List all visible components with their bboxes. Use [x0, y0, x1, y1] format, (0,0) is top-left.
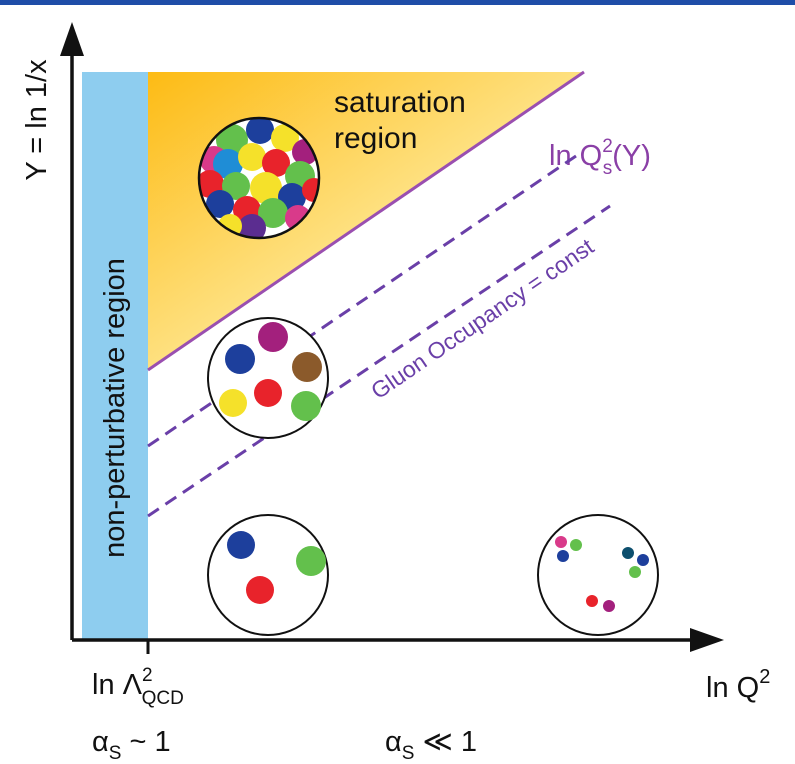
gluon	[254, 379, 282, 407]
y-axis-arrow	[60, 22, 84, 56]
gluon	[222, 172, 250, 200]
medium-density-hadron	[207, 317, 329, 439]
gluon	[227, 531, 255, 559]
dilute-hadron-low-q2	[207, 514, 329, 636]
saturated-hadron	[197, 116, 321, 240]
strong-coupling-label: αS ~ 1	[92, 726, 171, 764]
non-perturbative-region-band	[82, 72, 148, 640]
dilute-hadron-high-q2	[537, 514, 659, 636]
gluon	[219, 389, 247, 417]
gluon	[271, 124, 299, 152]
gluon	[637, 554, 649, 566]
gluon	[292, 352, 322, 382]
saturation-label-line1: saturation	[334, 86, 466, 119]
gluon	[622, 547, 634, 559]
y-axis-label: Y = ln 1/x	[21, 59, 53, 181]
top-frame-bar	[0, 0, 795, 5]
gluon	[238, 143, 266, 171]
gluon	[296, 546, 326, 576]
saturation-boundary-line	[147, 70, 585, 372]
gluon	[213, 149, 243, 179]
x-axis-arrow	[690, 628, 724, 652]
weak-coupling-label: αS ≪ 1	[385, 726, 477, 764]
gluon	[570, 539, 582, 551]
gluon	[555, 536, 567, 548]
gluon	[225, 344, 255, 374]
gluon	[250, 172, 282, 204]
non-perturbative-region-label: non-perturbative region	[99, 258, 131, 558]
gluon	[246, 118, 274, 144]
gluon	[246, 576, 274, 604]
gluon	[216, 124, 248, 156]
x-axis-label: ln Q2	[706, 666, 770, 704]
gluon	[557, 550, 569, 562]
gluon	[262, 149, 290, 177]
gluon	[586, 595, 598, 607]
gluon	[291, 391, 321, 421]
gluon	[206, 190, 234, 218]
gluon	[258, 322, 288, 352]
occupancy-dashed-line-2	[147, 204, 611, 518]
saturation-label-line2: region	[334, 122, 417, 155]
occupancy-label: Gluon Occupancy = const	[366, 233, 599, 404]
gluon	[238, 214, 266, 238]
gluon	[603, 600, 615, 612]
gluon	[258, 198, 288, 228]
gluon	[629, 566, 641, 578]
gluon	[302, 178, 319, 202]
